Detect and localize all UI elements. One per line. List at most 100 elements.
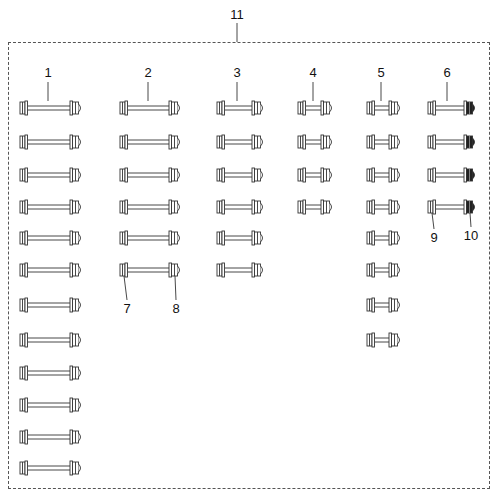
nut: [257, 201, 258, 213]
bolt-shaft: [28, 268, 72, 269]
bolt-assembly: [217, 263, 263, 277]
bolt-assembly: [20, 168, 81, 182]
nut: [324, 201, 330, 213]
leader-line: [470, 213, 471, 227]
bolt-assembly: [298, 135, 332, 149]
nut: [172, 264, 178, 276]
nut: [392, 201, 398, 213]
washer: [372, 168, 375, 182]
bolt-shaft: [225, 173, 254, 174]
bolt-assembly: [20, 231, 81, 245]
bolt-shaft: [436, 106, 466, 107]
bolt-assembly: [20, 263, 81, 277]
bolt-head: [22, 299, 23, 311]
bolt-head: [369, 169, 370, 181]
nut: [257, 169, 258, 181]
bolt-shaft: [128, 209, 171, 210]
bolt-head: [369, 102, 370, 114]
bolt-assembly: [20, 366, 81, 380]
washer: [372, 200, 375, 214]
nut: [467, 136, 473, 148]
bolt-shaft: [306, 205, 323, 206]
nut: [73, 264, 79, 276]
nut: [73, 136, 79, 148]
bolt-assembly: [20, 200, 81, 214]
bolt-assembly: [120, 263, 180, 277]
nut: [75, 299, 76, 311]
washer: [125, 200, 128, 214]
bolt-shaft: [436, 205, 466, 206]
bolt-head: [120, 264, 125, 276]
bolt-head: [120, 232, 125, 244]
nut: [394, 136, 395, 148]
nut-dome: [79, 433, 81, 441]
nut: [174, 102, 175, 114]
bolt-assembly: [20, 430, 81, 444]
bolt-shaft: [28, 205, 72, 206]
nut: [392, 299, 398, 311]
washer: [303, 168, 306, 182]
bolt-shaft: [28, 466, 72, 467]
bolt-assembly: [120, 168, 180, 182]
nut: [172, 102, 178, 114]
nut-dome: [79, 203, 81, 211]
nut-dome: [473, 203, 475, 211]
nut: [324, 102, 330, 114]
nut: [73, 367, 79, 379]
bolt-assembly: [217, 231, 263, 245]
bolt-assembly: [120, 101, 180, 115]
washer: [125, 135, 128, 149]
bolt-shaft: [306, 140, 323, 141]
bolt-head: [367, 299, 372, 311]
nut-dome: [398, 171, 400, 179]
washer: [25, 430, 28, 444]
bolt-head: [219, 201, 220, 213]
callout-number: 8: [171, 302, 180, 316]
bolt-head: [120, 201, 125, 213]
bolt-assembly: [367, 101, 400, 115]
bolt-assembly: [367, 298, 400, 312]
nut: [255, 201, 261, 213]
bolt-head: [122, 232, 123, 244]
nut-dome: [473, 104, 475, 112]
washer: [303, 200, 306, 214]
nut-dome: [261, 266, 263, 274]
nut-dome: [178, 171, 180, 179]
bolt-shaft: [436, 209, 466, 210]
bolt-head: [300, 136, 301, 148]
bolt-assembly: [120, 135, 180, 149]
nut-dome: [261, 171, 263, 179]
nut-dome: [398, 266, 400, 274]
nut: [392, 136, 398, 148]
bolt-head: [22, 169, 23, 181]
bolt-head: [122, 264, 123, 276]
bolt-assembly: [20, 398, 81, 412]
bolt-assembly: [298, 168, 332, 182]
bolt-head: [219, 102, 220, 114]
bolt-head: [430, 102, 431, 114]
bolt-assembly: [367, 333, 400, 347]
bolt-shaft: [225, 140, 254, 141]
nut: [255, 264, 261, 276]
nut: [394, 299, 395, 311]
nut: [394, 264, 395, 276]
bolt-head: [22, 334, 23, 346]
bolt-head: [20, 334, 25, 346]
bolt-shaft: [28, 173, 72, 174]
callout-number: 6: [442, 66, 451, 80]
bolt-shaft: [28, 338, 72, 339]
bolt-shaft: [306, 173, 323, 174]
bolt-head: [367, 136, 372, 148]
bolt-shaft: [225, 177, 254, 178]
bolt-head: [300, 169, 301, 181]
bolt-shaft: [28, 144, 72, 145]
nut: [172, 136, 178, 148]
bolt-head: [369, 264, 370, 276]
bolt-head: [428, 201, 433, 213]
nut: [255, 169, 261, 181]
bolt-head: [120, 136, 125, 148]
nut: [75, 399, 76, 411]
bolt-shaft: [28, 303, 72, 304]
bolt-head: [120, 102, 125, 114]
